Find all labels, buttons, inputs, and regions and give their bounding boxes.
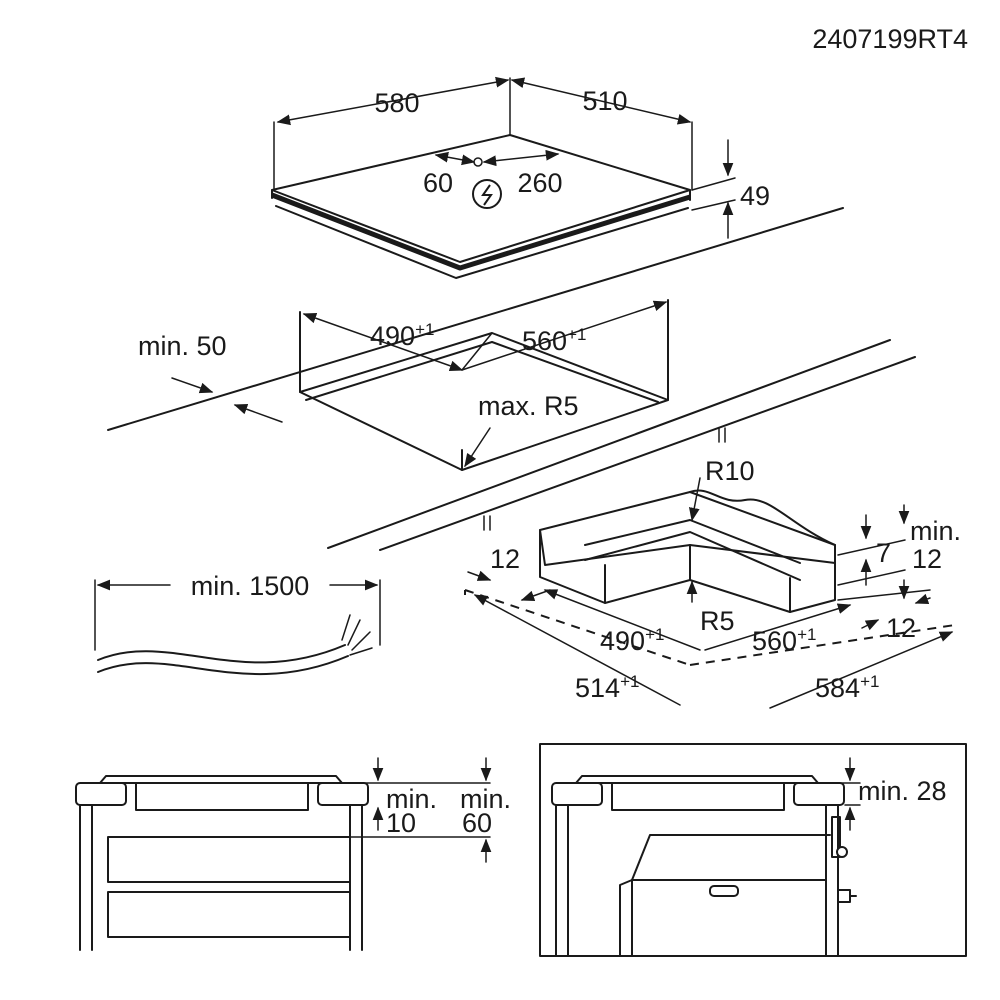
worktop-cutout-drawing [107, 207, 916, 551]
hob-drawing [271, 76, 736, 279]
frame-inner-width-label: 490+1 [600, 625, 664, 656]
oven-installation-drawing [539, 743, 967, 957]
frame-min-label: min. [910, 516, 961, 546]
frame-outer-radius-label: R10 [705, 456, 755, 486]
oven-min-label: min. 28 [858, 776, 947, 806]
frame-min-value: 12 [912, 544, 942, 574]
frame-outer-depth-label: 584+1 [815, 672, 879, 703]
frame-outer-width-label: 514+1 [575, 672, 639, 703]
connection-left-label: 60 [423, 168, 453, 198]
cutout-depth-label: 560+1 [522, 325, 586, 356]
power-cable-drawing [94, 579, 381, 676]
frame-side-label: 12 [886, 613, 916, 643]
cable-length-label: min. 1500 [191, 571, 310, 601]
drawer-min-a-label: min. [386, 784, 437, 814]
hob-depth-label: 510 [582, 86, 627, 116]
drawer-min-b-value: 60 [462, 808, 492, 838]
frame-inner-radius-label: R5 [700, 606, 735, 636]
frame-height-label: 7 [876, 538, 891, 568]
drawer-min-b-label: min. [460, 784, 511, 814]
cutout-radius-label: max. R5 [478, 391, 579, 421]
hob-width-label: 580 [374, 88, 419, 118]
document-code: 2407199RT4 [812, 24, 968, 54]
connection-right-label: 260 [517, 168, 562, 198]
frame-edge-label: 12 [490, 544, 520, 574]
drawer-installation-drawing [75, 757, 492, 951]
drawer-min-a-value: 10 [386, 808, 416, 838]
frame-inner-depth-label: 560+1 [752, 625, 816, 656]
hob-height-label: 49 [740, 181, 770, 211]
cutout-width-label: 490+1 [370, 320, 434, 351]
frame-corner-drawing [464, 477, 956, 709]
cutout-min-distance-label: min. 50 [138, 331, 227, 361]
